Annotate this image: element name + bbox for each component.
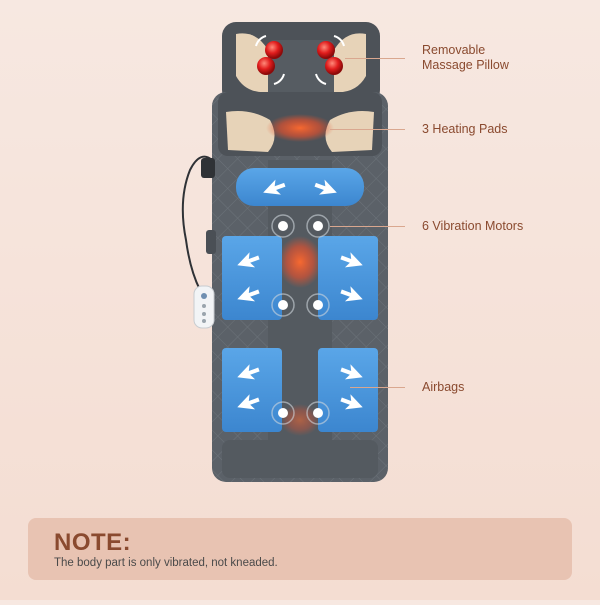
airbag-mid-right — [318, 236, 378, 320]
note-title: NOTE: — [54, 529, 132, 556]
vibration-motor-icon — [306, 214, 330, 238]
pillow-massage-nodes — [255, 35, 345, 85]
label-heating: 3 Heating Pads — [422, 122, 508, 136]
vibration-motor-icon — [271, 401, 295, 425]
note-box — [28, 518, 572, 580]
massage-node-icon — [325, 57, 343, 75]
callout-line-airbags — [350, 387, 405, 388]
rotate-arrow-icon — [315, 73, 327, 85]
vibration-motor-icon — [271, 214, 295, 238]
airbag-low-right — [318, 348, 378, 432]
vibration-motor-icon — [306, 293, 330, 317]
rotate-arrow-icon — [273, 73, 285, 85]
label-pillow-line2: Massage Pillow — [422, 58, 509, 72]
massage-node-icon — [257, 57, 275, 75]
massage-node-icon — [317, 41, 335, 59]
airbag-low-left — [222, 348, 282, 432]
note-text: The body part is only vibrated, not knea… — [54, 557, 278, 569]
callout-line-heating — [330, 129, 405, 130]
label-airbags: Airbags — [422, 380, 465, 394]
callout-line-vibration — [330, 226, 405, 227]
vibration-motors — [271, 214, 330, 425]
rotate-arrow-icon — [333, 35, 345, 47]
label-pillow: Removable Massage Pillow — [422, 43, 509, 73]
label-vibration: 6 Vibration Motors — [422, 219, 524, 233]
callout-line-pillow — [345, 58, 405, 59]
vibration-motor-icon — [271, 293, 295, 317]
airbag-mid-left — [222, 236, 282, 320]
massage-pillow — [222, 22, 380, 104]
airbags — [222, 168, 378, 432]
rotate-arrow-icon — [255, 35, 267, 47]
vibration-motor-icon — [306, 401, 330, 425]
airbag-upper — [236, 168, 364, 206]
massage-node-icon — [265, 41, 283, 59]
air-arrow-icons — [237, 179, 363, 410]
label-pillow-line1: Removable — [422, 43, 486, 57]
heating-pads — [266, 114, 334, 436]
remote-control — [181, 155, 216, 329]
